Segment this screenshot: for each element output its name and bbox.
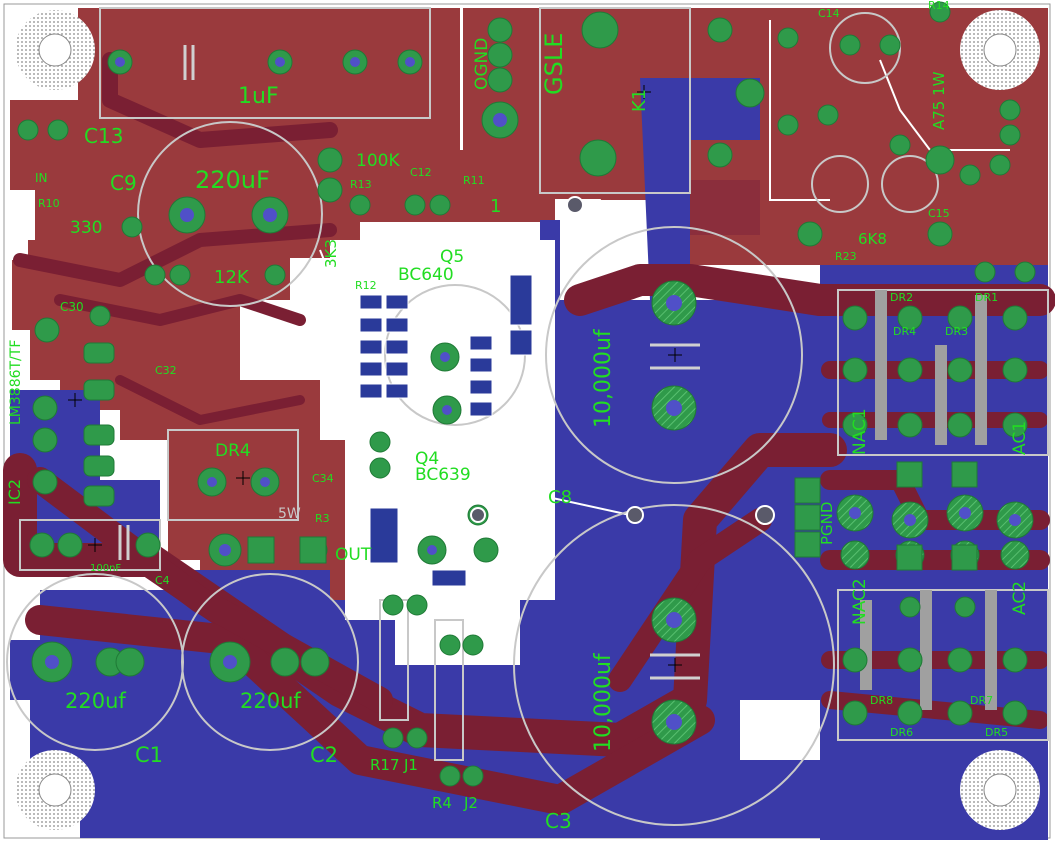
label-r4: R4: [432, 794, 452, 812]
label-r11: R11: [463, 174, 485, 187]
label-c14: C14: [818, 7, 840, 20]
label-r3: R3: [315, 512, 330, 525]
label-10000uf-top: 10,000uf: [591, 328, 616, 428]
label-c34: C34: [312, 472, 334, 485]
label-c9: C9: [110, 171, 137, 195]
component-labels: C13 1uF IN C9 220uF 100K C12 R11 1 R13 R…: [5, 0, 1030, 833]
label-nac2: NAC2: [850, 578, 870, 625]
label-lm3886: LM3886T/TF: [8, 340, 24, 425]
label-c4: C4: [155, 574, 170, 587]
label-r17: R17: [370, 756, 400, 774]
label-6k8: 6K8: [858, 230, 887, 248]
label-c3: C3: [545, 809, 572, 833]
label-c30: C30: [60, 300, 84, 314]
label-c32: C32: [155, 364, 177, 377]
label-r10: R10: [38, 197, 60, 210]
top-copper-layer: [10, 8, 1048, 600]
label-dr4-right: DR4: [893, 325, 916, 338]
label-gsle: GSLE: [540, 33, 568, 95]
smd-pads: [359, 274, 533, 587]
diode-bodies: [860, 290, 997, 710]
label-one: 1: [490, 196, 501, 217]
label-dr2: DR2: [890, 291, 913, 304]
label-1uf: 1uF: [238, 84, 279, 109]
label-220uf-c2: 220uf: [240, 689, 301, 713]
label-c12: C12: [410, 166, 432, 179]
label-dr4-left: DR4: [215, 441, 251, 461]
label-ic2: IC2: [5, 479, 24, 505]
label-10000uf-bottom: 10,000uf: [591, 652, 616, 752]
label-dr5: DR5: [985, 726, 1008, 739]
label-r13: R13: [350, 178, 372, 191]
label-in: IN: [35, 171, 48, 185]
label-out: OUT: [335, 545, 372, 565]
origin-marks: [68, 85, 682, 672]
label-q4: Q4: [415, 449, 439, 469]
label-dr6: DR6: [890, 726, 913, 739]
label-ac2: AC2: [1010, 581, 1030, 615]
label-3k3: 3K3: [322, 239, 340, 268]
label-r23: R23: [835, 250, 857, 263]
label-dr8: DR8: [870, 694, 893, 707]
label-100k: 100K: [356, 151, 400, 171]
label-j2: J2: [463, 794, 478, 812]
label-bc640: BC640: [398, 265, 454, 285]
label-c1: C1: [135, 743, 163, 767]
label-c15: C15: [928, 207, 950, 220]
label-j1: J1: [403, 756, 418, 774]
label-r12: R12: [355, 279, 377, 292]
label-a75: A75 1W: [930, 71, 948, 130]
label-c13: C13: [84, 124, 123, 148]
capacitor-symbols: [118, 45, 700, 680]
label-100nf: 100nF: [90, 563, 121, 574]
label-ognd: OGND: [472, 38, 492, 90]
label-r14: R14: [928, 0, 950, 12]
label-q5: Q5: [440, 247, 464, 267]
label-pgnd: PGND: [818, 502, 836, 545]
label-ac1: AC1: [1010, 421, 1030, 455]
label-5w: 5W: [278, 506, 301, 522]
mounting-holes: [15, 10, 1040, 830]
through-hole-pads: [17, 1, 1036, 787]
label-c2: C2: [310, 743, 338, 767]
label-c8: C8: [548, 487, 572, 508]
label-220uf-c9: 220uF: [195, 166, 270, 194]
label-nac1: NAC1: [850, 408, 870, 455]
label-dr7: DR7: [970, 694, 993, 707]
label-dr3: DR3: [945, 325, 968, 338]
label-bc639: BC639: [415, 465, 471, 485]
label-220uf-c1: 220uf: [65, 689, 126, 713]
label-dr1: DR1: [975, 291, 998, 304]
label-12k: 12K: [214, 267, 250, 288]
label-330: 330: [70, 218, 102, 238]
label-k1: K1: [629, 89, 650, 112]
vias: [470, 196, 775, 525]
